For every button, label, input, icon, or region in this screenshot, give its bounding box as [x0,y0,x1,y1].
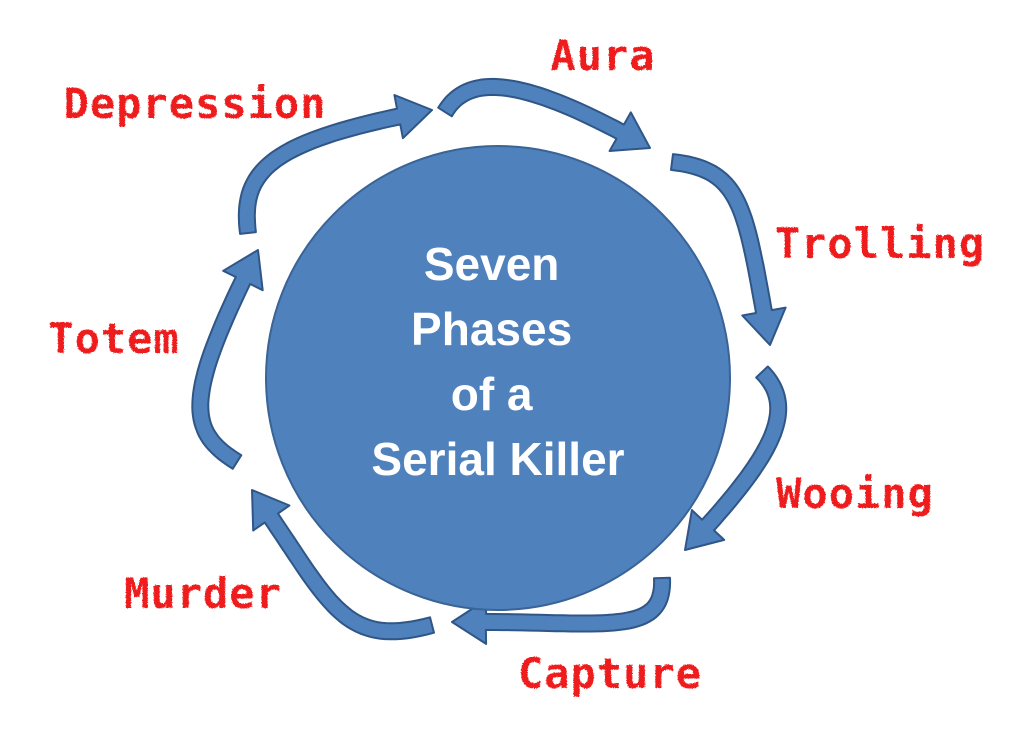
phase-label-totem: Totem [48,314,179,363]
phase-label-wooing: Wooing [776,469,934,518]
phase-labels: Aura Trolling Wooing Capture Murder Tote… [48,31,985,698]
arrow-depression-to-aura [237,94,433,235]
phase-label-aura: Aura [550,31,655,80]
center-title-line-1: Seven [424,238,560,290]
phase-label-depression: Depression [64,79,327,128]
phase-label-trolling: Trolling [775,219,985,268]
arrow-aura-to-trolling [437,77,651,152]
center-title-line-4: Serial Killer [371,433,624,485]
arrow-wooing-to-capture [684,365,788,551]
arrow-capture-to-murder [451,576,672,645]
phase-label-murder: Murder [124,569,282,618]
cycle-arrows [191,77,788,645]
arrow-trolling-to-wooing [670,153,787,346]
center-title-line-2: Phases [411,303,572,355]
phase-label-capture: Capture [518,649,702,698]
arrow-murder-to-totem [251,489,435,641]
arrow-totem-to-depression [191,249,264,470]
center-title-line-3: of a [451,368,533,420]
center-circle [265,145,731,611]
center-title: Seven Phases of a Serial Killer [371,238,624,485]
